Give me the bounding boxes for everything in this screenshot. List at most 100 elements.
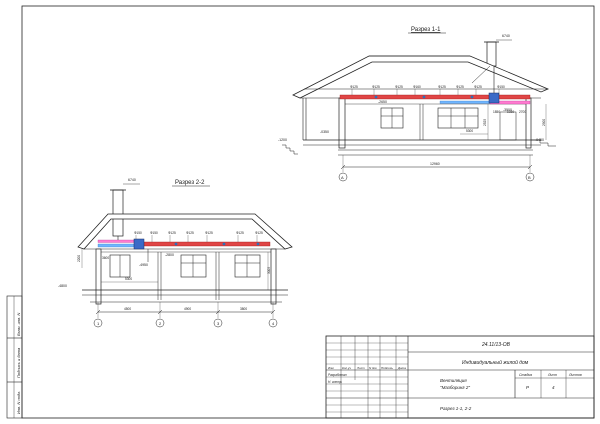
window-2c bbox=[109, 254, 131, 278]
sheet-frame bbox=[21, 5, 595, 419]
stamp-vzam: Взам. инв. N bbox=[16, 313, 21, 336]
door-1 bbox=[499, 111, 517, 141]
level-1-3: -2650 bbox=[378, 100, 387, 104]
duct-label-1-4: Ф125 bbox=[438, 85, 446, 89]
stage-value: Р bbox=[526, 385, 529, 390]
ridge-mark-1: 6740 bbox=[502, 34, 510, 38]
sheet-header: Лист bbox=[547, 373, 557, 377]
duct-exhaust-2 bbox=[97, 239, 135, 243]
level-2-0: -4800 bbox=[58, 284, 67, 288]
project-name: Индивидуальный жилой дом bbox=[462, 359, 529, 366]
axis-label-2: 2 bbox=[159, 321, 162, 326]
dim-2-2: 5300 bbox=[125, 277, 132, 281]
chimney-2 bbox=[112, 189, 124, 237]
level-1-2: -0450 bbox=[535, 138, 544, 142]
sheet-title-2: "Мазборинг 2" bbox=[440, 385, 470, 390]
duct-label-1-7: Ф150 bbox=[497, 85, 505, 89]
levels-1: -1200 -0350 -0450 -2650 -3500 bbox=[278, 100, 544, 142]
wall-left-2 bbox=[95, 248, 102, 305]
dim-2-1: 3005 bbox=[267, 267, 271, 274]
axis-marker-b bbox=[525, 172, 535, 182]
duct-supply-2 bbox=[139, 241, 271, 247]
span-2-0: 4500 bbox=[124, 307, 131, 311]
stage-header: Стадия bbox=[519, 373, 532, 377]
sheet-title-1: Вентиляция bbox=[440, 378, 467, 383]
section2-title: Разрез 2-2 bbox=[175, 180, 205, 186]
dim-2-0: 2200 bbox=[77, 255, 81, 262]
duct-label-1-0: Ф125 bbox=[350, 85, 358, 89]
dim-1-1: 2525 bbox=[483, 119, 487, 126]
row-nkontr: Н. контр. bbox=[328, 380, 342, 384]
wall-right-1 bbox=[525, 97, 532, 149]
window-2b bbox=[234, 254, 261, 278]
duct-label-2-6: Ф125 bbox=[255, 231, 263, 235]
window-1b bbox=[437, 107, 479, 129]
col-podp: Подпись bbox=[381, 366, 393, 370]
dim-1-2: 2900 bbox=[542, 119, 546, 126]
level-1-4: -3500 bbox=[503, 108, 512, 112]
axis-marker-1 bbox=[93, 318, 103, 328]
steps-right-1 bbox=[531, 139, 556, 147]
sheet-value: 4 bbox=[552, 385, 555, 390]
col-izm: Изм bbox=[328, 366, 334, 370]
duct-label-2-1: Ф150 bbox=[150, 231, 158, 235]
ahu-2 bbox=[133, 238, 145, 250]
axis-marker-2 bbox=[155, 318, 165, 328]
dim-2-3: 3600 bbox=[102, 256, 109, 260]
col-data: Дата bbox=[397, 366, 406, 370]
dims-2: 2200 3005 5300 3600 bbox=[77, 249, 271, 290]
level-1-1: -0350 bbox=[320, 130, 329, 134]
wall-left-1 bbox=[338, 97, 346, 149]
axis-marker-a bbox=[338, 172, 348, 182]
duct-label-1-3: Ф160 bbox=[413, 85, 421, 89]
duct-label-1-2: Ф125 bbox=[395, 85, 403, 89]
axis-label-4: 4 bbox=[272, 321, 275, 326]
axis-label-a: А bbox=[341, 175, 344, 180]
duct-label-1-1: Ф125 bbox=[372, 85, 380, 89]
span-2-2: 3800 bbox=[240, 307, 247, 311]
ridge-mark-2: 6740 bbox=[128, 178, 136, 182]
duct-label-1-6: Ф125 bbox=[474, 85, 482, 89]
dim-1-3: 1850 bbox=[493, 110, 500, 114]
duct-label-2-4: Ф125 bbox=[205, 231, 213, 235]
duct-supply-1 bbox=[339, 94, 531, 100]
side-stamp: Взам. инв. N Подпись и дата Инв. N подл. bbox=[6, 295, 23, 419]
axis-marker-4 bbox=[268, 318, 278, 328]
col-kol: Кол.уч bbox=[342, 366, 351, 370]
title-block: 24.11/13-ОВ Индивидуальный жилой дом Вен… bbox=[325, 335, 595, 419]
sheet-name: Разрез 1-1, 2-2 bbox=[440, 406, 472, 411]
dim-1-4: 1030 bbox=[507, 110, 514, 114]
col-list: Лист bbox=[356, 366, 365, 370]
duct-labels-2: Ф150 Ф150 Ф125 Ф125 Ф125 Ф125 Ф125 bbox=[134, 231, 263, 242]
duct-label-2-5: Ф125 bbox=[236, 231, 244, 235]
axis-label-3: 3 bbox=[217, 321, 220, 326]
duct-labels-1: Ф125 Ф125 Ф125 Ф160 Ф125 Ф125 Ф125 Ф150 bbox=[350, 85, 505, 95]
duct-fresh-1 bbox=[439, 100, 491, 104]
steps-left-1 bbox=[282, 144, 298, 155]
level-2-2: -4950 bbox=[139, 263, 148, 267]
roof-1 bbox=[292, 55, 550, 99]
levels-2: -4800 -2800 -4950 bbox=[58, 253, 174, 288]
col-ndoc: N док bbox=[369, 366, 377, 370]
doc-code: 24.11/13-ОВ bbox=[481, 342, 511, 348]
span-2-1: 4900 bbox=[184, 307, 191, 311]
row-razrab: Разработал bbox=[328, 373, 347, 377]
level-1-0: -1200 bbox=[278, 138, 287, 142]
wall-right-2 bbox=[270, 248, 277, 305]
dim-1-0: 5300 bbox=[466, 129, 473, 133]
duct-label-2-3: Ф125 bbox=[186, 231, 194, 235]
axis-marker-3 bbox=[213, 318, 223, 328]
overall-dim-1: 12960 bbox=[430, 162, 440, 166]
ahu-1 bbox=[488, 92, 500, 104]
stamp-podp: Подпись и дата bbox=[16, 347, 21, 378]
dims-1: 5300 2525 2900 1850 1030 2700 bbox=[460, 104, 547, 140]
duct-label-2-0: Ф150 bbox=[134, 231, 142, 235]
chimney-1 bbox=[486, 41, 497, 67]
dim-1-5: 2700 bbox=[519, 110, 526, 114]
stamp-inv: Инв. N подл. bbox=[16, 391, 21, 414]
duct-label-2-2: Ф125 bbox=[168, 231, 176, 235]
axis-label-1: 1 bbox=[97, 321, 100, 326]
window-1a bbox=[380, 107, 404, 129]
section1-title: Разрез 1-1 bbox=[411, 27, 441, 33]
